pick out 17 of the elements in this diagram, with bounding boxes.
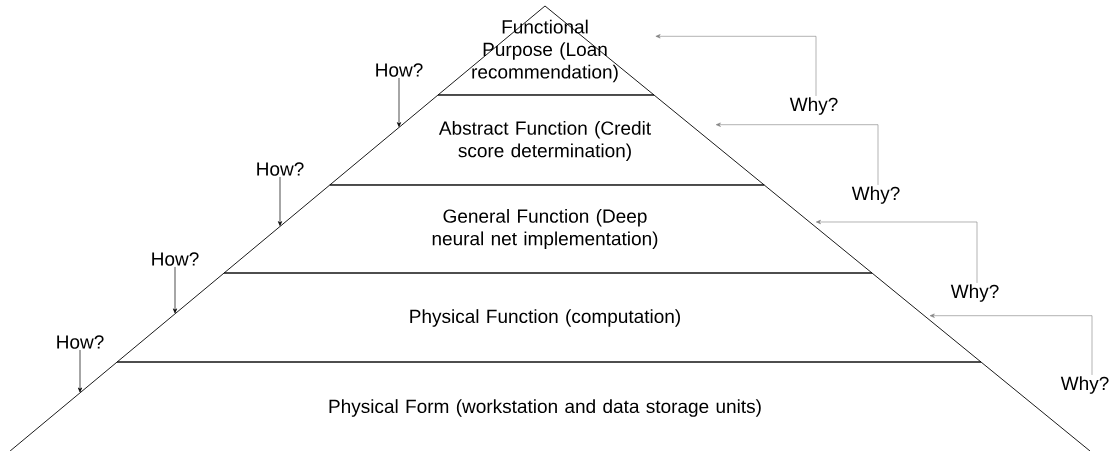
question-label: How? — [152, 252, 199, 266]
arrow — [816, 219, 978, 284]
question-label: Why? — [1060, 376, 1109, 394]
question-label: Why? — [789, 97, 838, 115]
question-label: How? — [376, 63, 423, 77]
arrow — [929, 313, 1093, 376]
arrow — [277, 176, 283, 226]
arrow — [655, 34, 817, 97]
pyramid-level: Abstract Function (Credit score determination) — [329, 94, 765, 186]
arrow — [77, 349, 83, 393]
question-label: How? — [257, 162, 304, 176]
arrow — [396, 77, 402, 127]
question-label: Why? — [851, 186, 900, 204]
arrow — [172, 266, 178, 314]
arrow — [715, 122, 879, 186]
question-label: How? — [57, 335, 104, 349]
question-label: Why? — [950, 284, 999, 302]
